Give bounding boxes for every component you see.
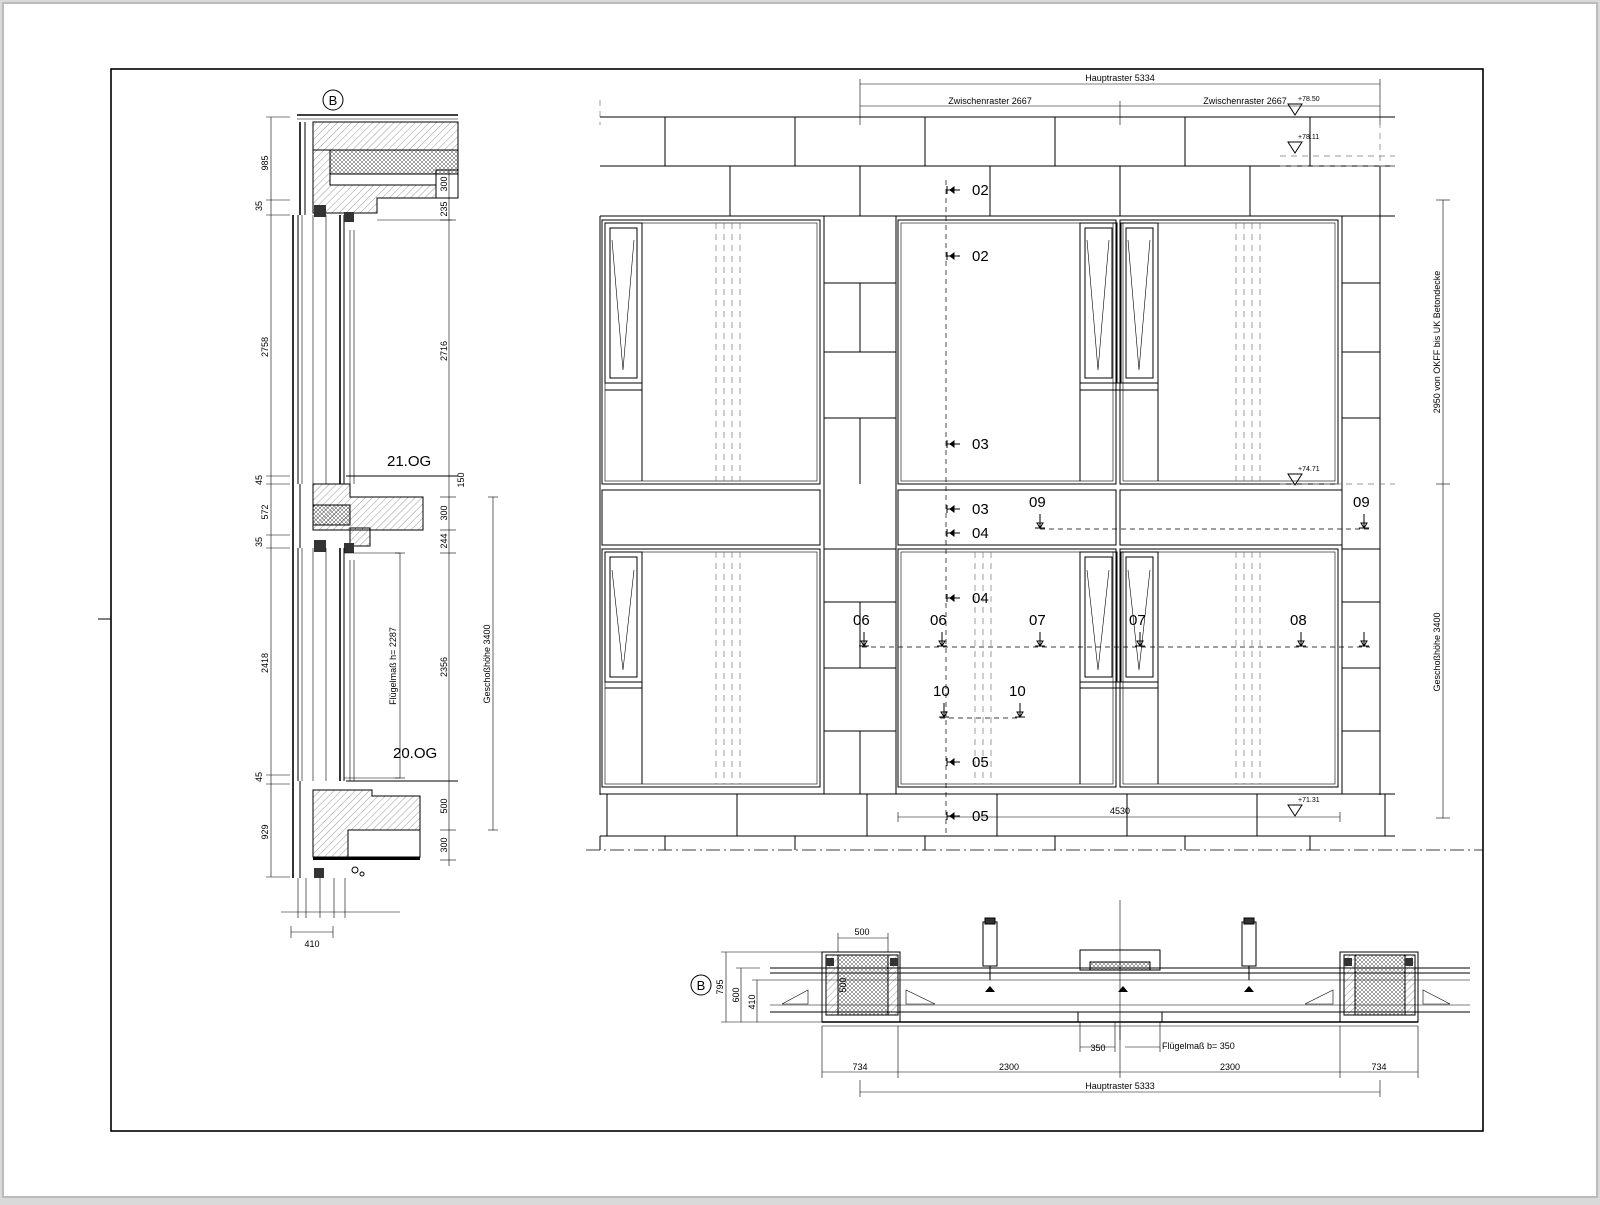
drawing-frame xyxy=(110,68,1484,1132)
section-marker-b xyxy=(322,89,344,111)
window-row-lower xyxy=(601,548,1339,788)
dim-2758: 2758 xyxy=(260,337,270,357)
cut-04-a: 04 xyxy=(972,525,989,542)
level-marker-7131: +71.31 xyxy=(1287,797,1320,817)
cut-03-a: 03 xyxy=(972,436,989,453)
cut-10-b: 10 xyxy=(1009,683,1026,700)
dim-geschoss-elevation: Geschoßhöhe 3400 xyxy=(1432,612,1442,691)
dim-410-section: 410 xyxy=(304,939,319,949)
cut-02-b: 02 xyxy=(972,248,989,265)
plan-dim-410: 410 xyxy=(747,994,757,1009)
plan-dim-600: 600 xyxy=(731,987,741,1002)
fluegel-h: Flügelmaß h= 2287 xyxy=(388,627,398,705)
dim-500: 500 xyxy=(439,798,449,813)
dim-300a: 300 xyxy=(439,176,449,191)
level-marker-7850: +78.50 xyxy=(1287,96,1320,116)
level-marker-7471: +74.71 xyxy=(1287,466,1320,486)
plan-hauptraster: Hauptraster 5333 xyxy=(1085,1081,1155,1091)
svg-text:+78.11: +78.11 xyxy=(1298,134,1319,141)
dim-244: 244 xyxy=(439,533,449,548)
dim-985: 985 xyxy=(260,155,270,170)
plan-dim-2300-right: 2300 xyxy=(1220,1062,1240,1072)
dim-45a: 45 xyxy=(254,475,264,485)
horizontal-section-plan: B xyxy=(690,900,1470,1097)
cut-05-a: 05 xyxy=(972,754,989,771)
dim-45b: 45 xyxy=(254,772,264,782)
plan-dim-734-left: 734 xyxy=(852,1062,867,1072)
cut-07-a: 07 xyxy=(1029,612,1046,629)
dim-35a: 35 xyxy=(254,201,264,211)
dim-2716: 2716 xyxy=(439,341,449,361)
dim-235: 235 xyxy=(439,201,449,216)
level-marker-7811: +78.11 xyxy=(1287,134,1319,154)
hauptraster-top: Hauptraster 5334 xyxy=(1085,73,1155,83)
cut-05-b: 05 xyxy=(972,808,989,825)
cut-06-a: 06 xyxy=(853,612,870,629)
dim-300b: 300 xyxy=(439,505,449,520)
cut-07-b: 07 xyxy=(1129,612,1146,629)
dim-2418: 2418 xyxy=(260,653,270,673)
cut-03-b: 03 xyxy=(972,501,989,518)
plan-dim-500-top: 500 xyxy=(854,927,869,937)
cut-09-b: 09 xyxy=(1353,494,1370,511)
dim-2356: 2356 xyxy=(439,657,449,677)
dim-150: 150 xyxy=(456,472,466,487)
level-20og: 20.OG xyxy=(393,745,437,762)
plan-dim-734-right: 734 xyxy=(1371,1062,1386,1072)
cut-10-a: 10 xyxy=(933,683,950,700)
cut-08: 08 xyxy=(1290,612,1307,629)
dim-300c: 300 xyxy=(439,837,449,852)
plan-marker-b xyxy=(690,974,712,996)
dim-4530: 4530 xyxy=(1110,806,1130,816)
plan-dim-2300-left: 2300 xyxy=(999,1062,1019,1072)
svg-text:+74.71: +74.71 xyxy=(1298,466,1320,473)
section-marker-label: B xyxy=(329,93,338,108)
dim-572: 572 xyxy=(260,504,270,519)
facade-elevation: Hauptraster 5334 Zwischenraster 2667 Zwi… xyxy=(586,73,1483,851)
level-21og: 21.OG xyxy=(387,453,431,470)
plan-dim-500-side: 500 xyxy=(838,977,848,992)
zwischenraster-right: Zwischenraster 2667 xyxy=(1203,96,1287,106)
vertical-section: B 21.OG xyxy=(254,89,498,949)
plan-marker-label: B xyxy=(697,978,706,993)
cut-06-b: 06 xyxy=(930,612,947,629)
cut-02-a: 02 xyxy=(972,182,989,199)
dim-929: 929 xyxy=(260,824,270,839)
zwischenraster-left: Zwischenraster 2667 xyxy=(948,96,1032,106)
cut-04-b: 04 xyxy=(972,590,989,607)
svg-text:+71.31: +71.31 xyxy=(1298,797,1320,804)
plan-dim-350: 350 xyxy=(1090,1043,1105,1053)
cut-09-a: 09 xyxy=(1029,494,1046,511)
plan-dim-795: 795 xyxy=(715,979,725,994)
dim-35b: 35 xyxy=(254,537,264,547)
dim-okff: 2950 von OKFF bis UK Betondecke xyxy=(1432,271,1442,414)
geschoss-section: Geschoßhöhe 3400 xyxy=(482,624,492,703)
plan-fluegel-b: Flügelmaß b= 350 xyxy=(1162,1041,1235,1051)
svg-text:+78.50: +78.50 xyxy=(1298,96,1320,103)
